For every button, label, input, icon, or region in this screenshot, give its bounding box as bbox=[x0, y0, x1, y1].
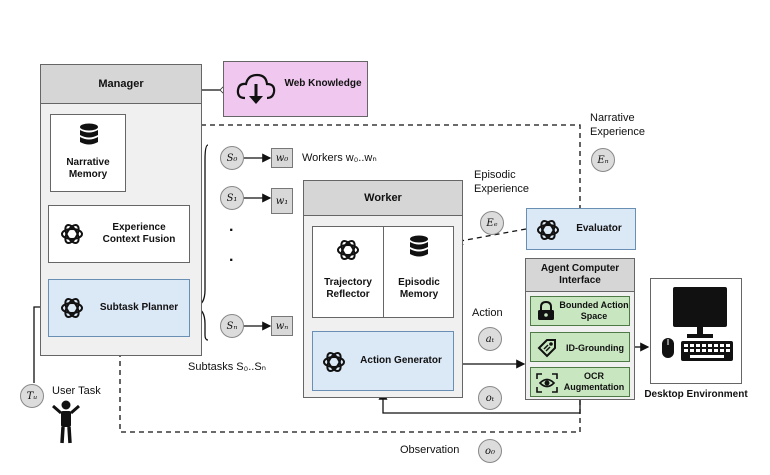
web-knowledge-label: Web Knowledge bbox=[284, 78, 362, 89]
user-task-symbol: Tᵤ bbox=[20, 384, 44, 408]
openai-logo-icon bbox=[61, 297, 83, 319]
subtask-planner-label: Subtask Planner bbox=[99, 302, 179, 313]
worker-w1: w₁ bbox=[271, 188, 293, 214]
ellipsis-dot: · bbox=[229, 222, 235, 239]
narrative-experience-symbol: Eₙ bbox=[591, 148, 615, 172]
eye-scan-icon bbox=[536, 373, 558, 393]
keyboard-icon bbox=[681, 341, 733, 361]
openai-logo-icon bbox=[537, 219, 559, 241]
subtask-planner-box: Subtask Planner bbox=[48, 279, 190, 337]
action-symbol: aₜ bbox=[478, 327, 502, 351]
monitor-icon bbox=[673, 287, 727, 338]
episodic-experience-label: Episodic Experience bbox=[474, 169, 530, 195]
tag-icon bbox=[537, 339, 556, 358]
episodic-experience-arrow bbox=[453, 228, 527, 246]
observation-symbol: o₀ bbox=[478, 439, 502, 463]
lock-icon bbox=[538, 301, 554, 320]
cloud-download-icon bbox=[236, 73, 276, 104]
subtask-s1: S₁ bbox=[220, 186, 244, 210]
experience-context-fusion-box: Experience Context Fusion bbox=[48, 205, 190, 263]
evaluator-label: Evaluator bbox=[576, 223, 622, 234]
database-icon bbox=[80, 123, 98, 145]
observation-arrow bbox=[115, 335, 581, 433]
action-generator-box: Action Generator bbox=[312, 331, 454, 391]
person-icon bbox=[52, 400, 80, 444]
worker-w0: w₀ bbox=[271, 148, 293, 168]
episodic-memory-label: Episodic Memory bbox=[398, 277, 440, 300]
subtask-s0: S₀ bbox=[220, 146, 244, 170]
ellipsis-dot: · bbox=[229, 252, 235, 269]
worker-title: Worker bbox=[304, 181, 462, 216]
narrative-experience-arrow bbox=[120, 120, 581, 210]
worker-modules-box: Trajectory Reflector Episodic Memory bbox=[312, 226, 454, 318]
subtask-sn: Sₙ bbox=[220, 314, 244, 338]
episodic-experience-symbol: Eₑ bbox=[480, 211, 504, 235]
experience-context-fusion-label: Experience Context Fusion bbox=[102, 222, 176, 245]
manager-title: Manager bbox=[41, 65, 201, 104]
worker-wn: wₙ bbox=[271, 316, 293, 336]
openai-logo-icon bbox=[323, 351, 345, 373]
action-generator-label: Action Generator bbox=[360, 355, 442, 366]
ocr-augmentation-box: OCR Augmentation bbox=[530, 367, 630, 397]
database-icon bbox=[410, 235, 428, 257]
aci-title: Agent Computer Interface bbox=[526, 259, 634, 292]
workers-caption: Workers w₀..wₙ bbox=[302, 152, 377, 164]
divider bbox=[383, 227, 385, 317]
openai-logo-icon bbox=[337, 239, 359, 261]
trajectory-reflector-label: Trajectory Reflector bbox=[324, 277, 372, 300]
mouse-icon bbox=[662, 338, 674, 358]
bounded-action-space-box: Bounded Action Space bbox=[530, 296, 630, 326]
id-grounding-label: ID-Grounding bbox=[566, 343, 624, 353]
bounded-action-space-label: Bounded Action Space bbox=[559, 300, 629, 321]
narrative-experience-label: Narrative Experience bbox=[590, 112, 646, 138]
action-label: Action bbox=[472, 307, 503, 319]
openai-logo-icon bbox=[61, 223, 83, 245]
narrative-memory-label: Narrative Memory bbox=[66, 157, 110, 180]
narrative-memory-box: Narrative Memory bbox=[50, 114, 126, 192]
id-grounding-box: ID-Grounding bbox=[530, 332, 630, 362]
observation-step-symbol: oₜ bbox=[478, 386, 502, 410]
observation-label: Observation bbox=[400, 444, 460, 456]
evaluator-box: Evaluator bbox=[526, 208, 636, 250]
ocr-augmentation-label: OCR Augmentation bbox=[563, 371, 625, 392]
subtasks-caption: Subtasks S₀..Sₙ bbox=[188, 361, 267, 373]
web-knowledge-box: Web Knowledge bbox=[223, 61, 368, 117]
desktop-environment-label: Desktop Environment bbox=[644, 389, 748, 400]
user-task-label: User Task bbox=[52, 385, 101, 397]
desktop-environment-box bbox=[650, 278, 742, 384]
